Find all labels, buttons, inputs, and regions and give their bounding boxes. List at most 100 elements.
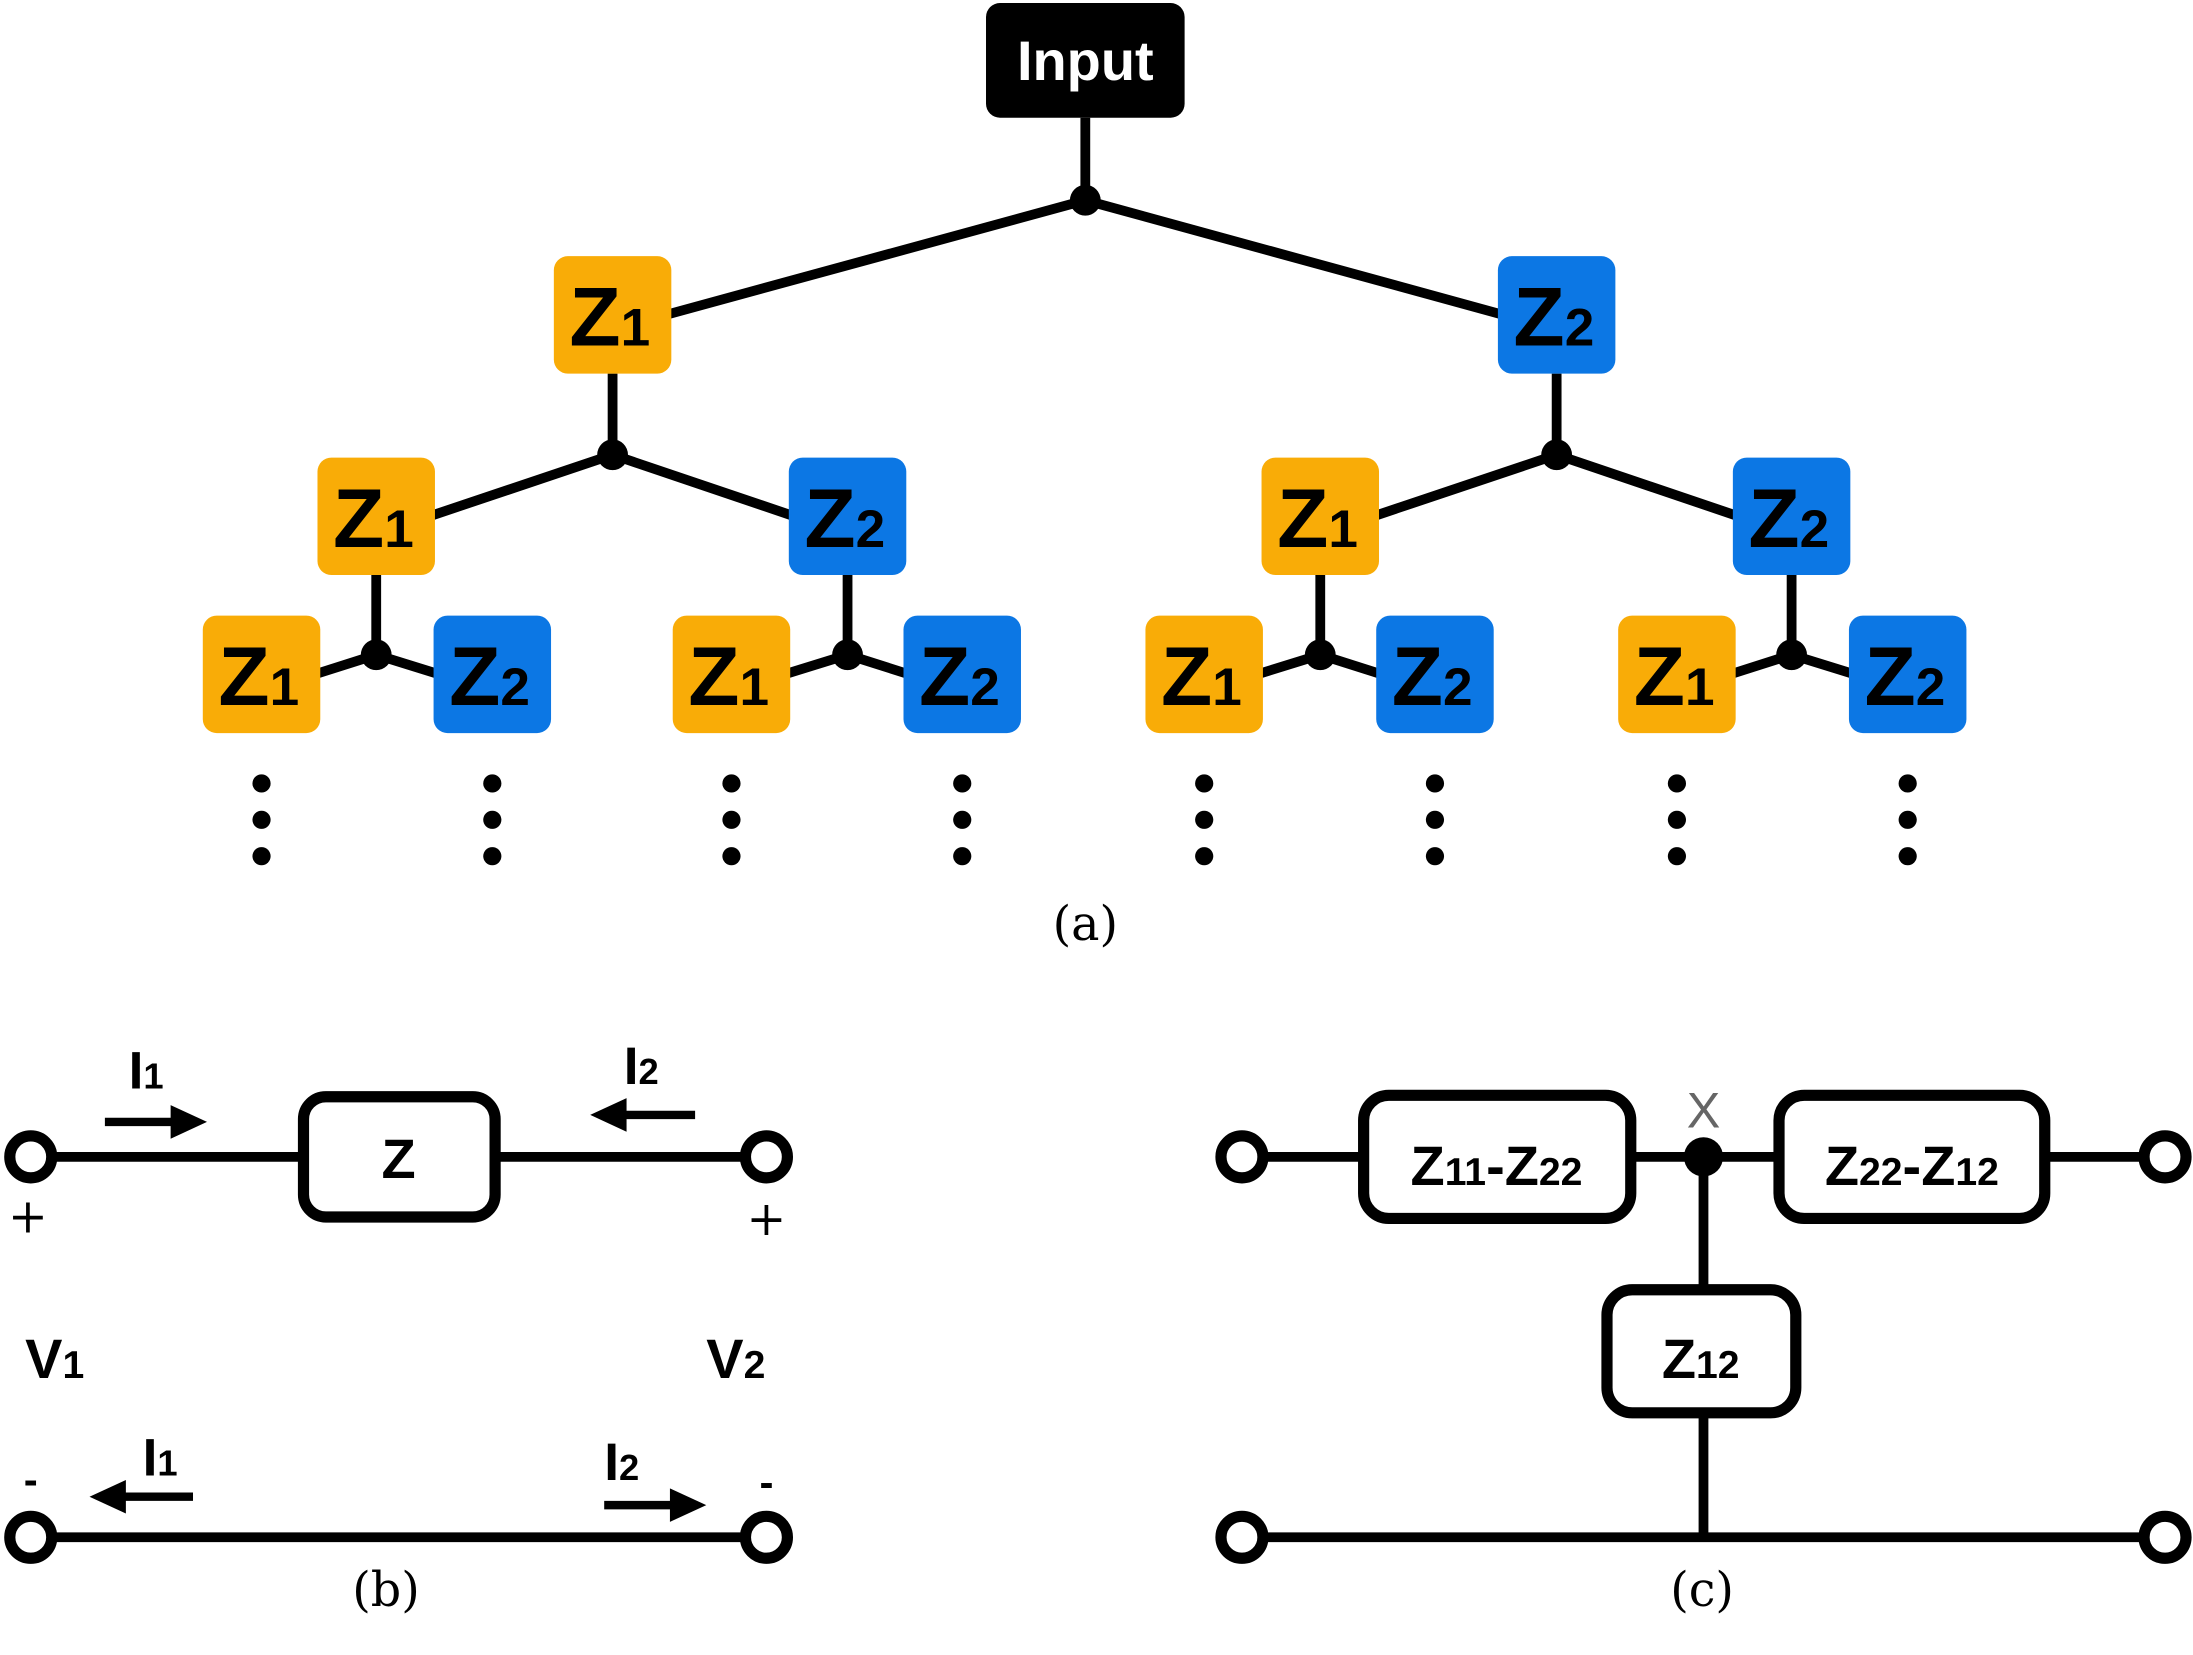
tree-edge [1084, 195, 1505, 320]
tree-edge [611, 450, 796, 521]
node-label: Z2 [1392, 629, 1473, 723]
node-label: Z1 [333, 471, 414, 565]
arrow-right-icon [104, 1105, 207, 1139]
node-box [788, 457, 907, 576]
caption-c: (c) [1670, 1563, 1734, 1618]
node-label: Z2 [449, 629, 530, 723]
node-box [1376, 615, 1494, 734]
tree-edge [664, 195, 1087, 320]
continuation-dot [483, 810, 502, 829]
node-box [317, 457, 435, 576]
continuation-dot [252, 774, 271, 793]
caption-b: (b) [352, 1563, 420, 1618]
continuation-dot [1667, 847, 1687, 866]
tree-node-z1: Z1 [1618, 615, 1736, 734]
tree-node-z2: Z2 [433, 615, 552, 734]
caption-a: (a) [1053, 897, 1118, 952]
junction-dot [1541, 439, 1573, 471]
tree-node-z1: Z1 [553, 256, 672, 374]
continuation-dot [953, 774, 972, 793]
continuation-dot [483, 774, 502, 793]
voltage-v2: V2 [706, 1327, 765, 1390]
continuation-dot [722, 847, 741, 866]
impedance-z11-z22-label: Z11-Z22 [1411, 1134, 1583, 1197]
node-label: Z2 [1513, 270, 1594, 364]
current-i1-bottom: I1 [143, 1429, 178, 1488]
arrow-left-icon [89, 1479, 194, 1514]
continuation-dot [1195, 774, 1214, 793]
node-box [202, 615, 321, 734]
input-label: Input [1017, 29, 1154, 92]
node-box [433, 615, 552, 734]
junction-dot [1069, 184, 1101, 216]
continuation-dot [1898, 774, 1917, 793]
current-i2-bottom: I2 [604, 1433, 639, 1492]
current-i1-top: I1 [129, 1041, 164, 1100]
node-box [1732, 457, 1851, 576]
tree-node-z1: Z1 [1261, 457, 1380, 576]
tree-node-z1: Z1 [202, 615, 321, 734]
continuation-dot [722, 810, 741, 829]
node-box [1261, 457, 1380, 576]
impedance-z11-z22-box [1358, 1089, 1637, 1225]
continuation-dots [252, 774, 1917, 866]
terminal-c-bottom-left [1215, 1510, 1269, 1564]
node-box [1618, 615, 1736, 734]
terminal-top-right [739, 1130, 794, 1184]
tree-node-z2: Z2 [1376, 615, 1494, 734]
tree-edge [1371, 450, 1559, 521]
panel-c-t-network: Z11-Z22 Z22-Z12 Z12 X (c) [1215, 1081, 2192, 1618]
continuation-dot [1425, 774, 1445, 793]
impedance-z22-z12-box [1773, 1089, 2051, 1225]
continuation-dot [1898, 847, 1917, 866]
impedance-z-box [297, 1091, 501, 1223]
node-box [903, 615, 1021, 734]
node-label: Z2 [1748, 471, 1829, 565]
continuation-dot [1195, 810, 1214, 829]
tree-node-z1: Z1 [1145, 615, 1263, 734]
continuation-dot [722, 774, 741, 793]
arrow-left-icon [590, 1098, 696, 1132]
continuation-dot [483, 847, 502, 866]
terminal-c-top-left [1215, 1130, 1269, 1184]
impedance-z22-z12-label: Z22-Z12 [1825, 1134, 1999, 1197]
tree-node-z2: Z2 [1848, 615, 1967, 734]
impedance-z12-shunt-box [1601, 1284, 1802, 1419]
plus-left: + [8, 1189, 48, 1244]
tree-edge [427, 450, 615, 521]
tree-junctions [360, 184, 1807, 671]
arrow-right-icon [604, 1488, 707, 1522]
junction-dot [1304, 639, 1336, 671]
tree-node-z2: Z2 [1497, 256, 1616, 374]
continuation-dot [1425, 847, 1445, 866]
node-box [1145, 615, 1263, 734]
node-label: Z1 [569, 270, 650, 364]
continuation-dot [252, 847, 271, 866]
panel-b-two-port: Z + + - - I1 I2 I1 I2 V1 [4, 1037, 794, 1618]
impedance-z12-shunt-label: Z12 [1662, 1327, 1740, 1390]
node-box [1497, 256, 1616, 374]
tree-node-z1: Z1 [672, 615, 791, 734]
tree-edge [1555, 450, 1741, 521]
continuation-dot [1195, 847, 1214, 866]
junction-dot [597, 439, 628, 471]
terminal-c-bottom-right [2138, 1510, 2192, 1564]
input-box [986, 3, 1185, 118]
tree-node-z2: Z2 [903, 615, 1021, 734]
input-node: Input [986, 3, 1185, 118]
node-label: Z2 [919, 629, 1000, 723]
terminal-bottom-right [739, 1510, 794, 1564]
continuation-dot [953, 810, 972, 829]
junction-dot [832, 639, 863, 671]
continuation-dot [1667, 810, 1687, 829]
terminal-c-top-right [2138, 1130, 2192, 1184]
node-label: Z1 [218, 629, 299, 723]
minus-right: - [759, 1459, 773, 1506]
minus-left: - [24, 1456, 38, 1503]
continuation-dot [1667, 774, 1687, 793]
continuation-dot [953, 847, 972, 866]
junction-dot [1776, 639, 1807, 671]
node-label: Z1 [1161, 629, 1242, 723]
